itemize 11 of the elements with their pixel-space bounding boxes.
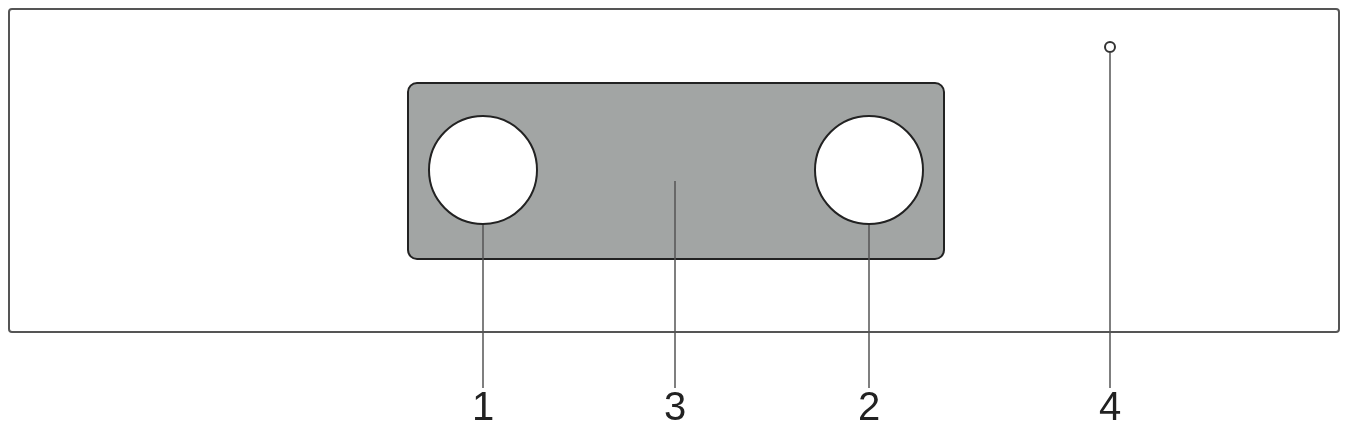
leader-line: [1109, 52, 1111, 389]
callout-number: 4: [1096, 384, 1124, 428]
leader-line: [674, 180, 676, 389]
callout-number: 2: [855, 384, 883, 428]
callout-number: 3: [661, 384, 689, 428]
leader-line: [868, 224, 870, 389]
callout-number: 1: [469, 384, 497, 428]
leader-line: [482, 224, 484, 389]
plate: [407, 82, 945, 260]
small-hole: [1104, 41, 1116, 53]
panel: [8, 8, 1340, 333]
